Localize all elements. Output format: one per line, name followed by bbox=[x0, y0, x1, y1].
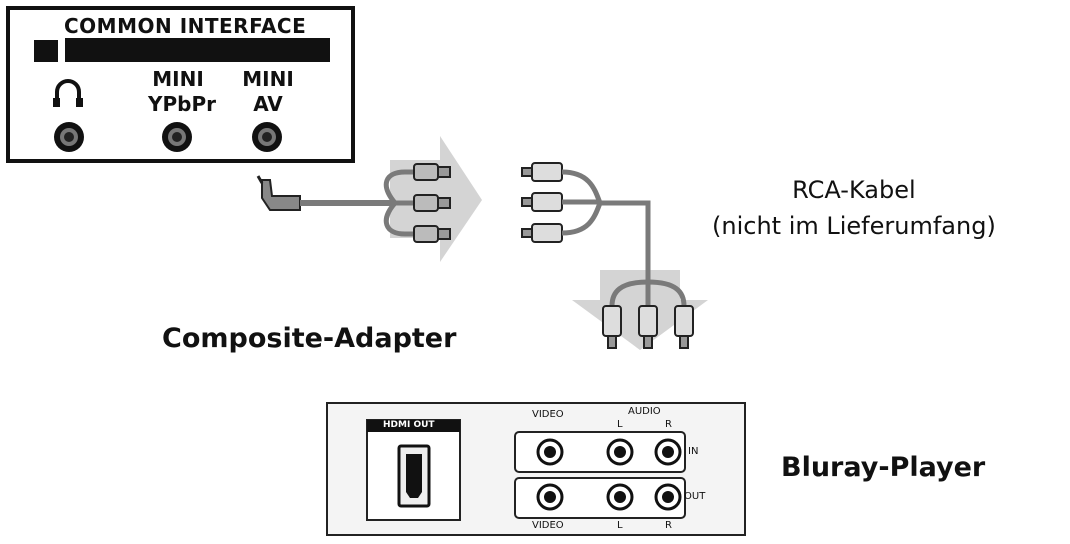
port-label-line2: YPbPr bbox=[148, 92, 216, 116]
headphone-icon-left-cup bbox=[53, 98, 60, 107]
adapter-rca-socket-top bbox=[413, 163, 451, 181]
bluray-player-label: Bluray-Player bbox=[781, 452, 986, 483]
headphone-icon-right-cup bbox=[76, 98, 83, 107]
tv-jack-mini-ypbpr bbox=[162, 122, 192, 152]
jack-out-audio-right bbox=[654, 483, 682, 511]
video-label-bottom: VIDEO bbox=[532, 520, 564, 531]
jack-out-video bbox=[536, 483, 564, 511]
composite-adapter-label: Composite-Adapter bbox=[162, 323, 457, 354]
hdmi-label-bar bbox=[367, 420, 460, 432]
hdmi-port-icon bbox=[397, 444, 431, 508]
out-label: OUT bbox=[684, 491, 706, 502]
port-label-line2: AV bbox=[253, 92, 283, 116]
port-label-line1: MINI bbox=[152, 67, 204, 91]
rca-plug-middle bbox=[521, 192, 563, 212]
rca-plug-lower-left bbox=[602, 305, 622, 349]
adapter-rca-socket-middle bbox=[413, 194, 451, 212]
rca-cable-run bbox=[561, 169, 651, 282]
jack-in-audio-right bbox=[654, 438, 682, 466]
rca-cable-label-line1: RCA-Kabel bbox=[792, 176, 916, 204]
rca-plug-lower-right bbox=[674, 305, 694, 349]
jack-out-audio-left bbox=[606, 483, 634, 511]
jack-in-audio-left bbox=[606, 438, 634, 466]
jack-in-video bbox=[536, 438, 564, 466]
right-label-bottom: R bbox=[665, 520, 672, 531]
rca-cable-label-line2: (nicht im Lieferumfang) bbox=[712, 212, 996, 240]
ci-slot-bar bbox=[65, 38, 330, 62]
adapter-cable-split bbox=[383, 169, 415, 237]
port-label-line1: MINI bbox=[242, 67, 294, 91]
port-label-mini-ypbpr: MINI YPbPr bbox=[148, 67, 216, 117]
left-label-bottom: L bbox=[617, 520, 623, 531]
rca-cable-lower-split bbox=[609, 279, 687, 307]
left-label-top: L bbox=[617, 419, 623, 430]
tv-jack-headphone bbox=[54, 122, 84, 152]
adapter-rca-socket-bottom bbox=[413, 225, 451, 243]
mini-jack-plug bbox=[256, 175, 301, 211]
ci-slot-small bbox=[34, 40, 58, 62]
right-label-top: R bbox=[665, 419, 672, 430]
audio-label: AUDIO bbox=[628, 406, 661, 417]
rca-plug-top bbox=[521, 162, 563, 182]
in-label: IN bbox=[688, 446, 699, 457]
rca-plug-lower-middle bbox=[638, 305, 658, 349]
tv-jack-mini-av bbox=[252, 122, 282, 152]
hdmi-out-label: HDMI OUT bbox=[383, 420, 435, 430]
port-label-mini-av: MINI AV bbox=[240, 67, 296, 117]
tv-panel-title: COMMON INTERFACE bbox=[64, 14, 307, 38]
headphone-icon bbox=[55, 79, 81, 105]
rca-plug-bottom bbox=[521, 223, 563, 243]
video-label-top: VIDEO bbox=[532, 409, 564, 420]
rca-cable-label: RCA-Kabel (nicht im Lieferumfang) bbox=[712, 172, 996, 244]
